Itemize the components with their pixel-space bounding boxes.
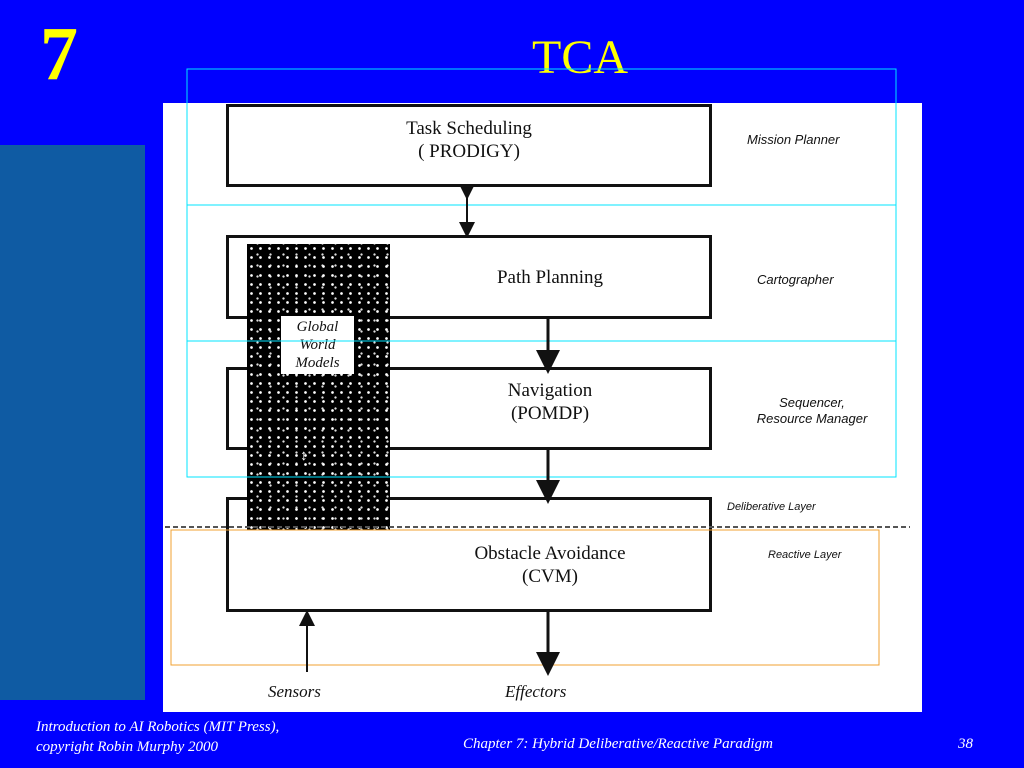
- world-model-column: [247, 244, 390, 530]
- cartographer-label: Cartographer: [757, 272, 834, 287]
- slide-number: 7: [40, 12, 78, 96]
- navigation-system: (POMDP): [510, 402, 590, 424]
- task-scheduling-text: Task Scheduling ( PRODIGY): [226, 118, 712, 164]
- navigation-text: Navigation (POMDP): [400, 380, 700, 426]
- side-panel: [0, 145, 145, 700]
- task-scheduling-label: Task Scheduling: [406, 118, 532, 139]
- deliberative-layer-label: Deliberative Layer: [727, 501, 816, 513]
- footer-credit-line2: copyright Robin Murphy 2000: [36, 738, 219, 755]
- footer-credit: Introduction to AI Robotics (MIT Press),…: [36, 718, 279, 757]
- slide-title: TCA: [532, 31, 628, 84]
- mission-planner-label: Mission Planner: [747, 132, 840, 147]
- effectors-label: Effectors: [505, 682, 567, 701]
- reactive-layer-label: Reactive Layer: [768, 549, 842, 561]
- sequencer-line2: Resource Manager: [756, 411, 868, 427]
- obstacle-avoidance-label: Obstacle Avoidance: [474, 543, 626, 564]
- path-planning-text: Path Planning: [400, 267, 700, 290]
- navigation-label: Navigation: [507, 380, 593, 401]
- cyan-region-top: [186, 68, 897, 206]
- obstacle-avoidance-system: (CVM): [522, 565, 578, 587]
- footer-credit-line1: Introduction to AI Robotics (MIT Press),: [36, 719, 280, 735]
- task-scheduling-box: [226, 104, 712, 187]
- world-model-line1: Global: [296, 319, 339, 335]
- path-planning-label: Path Planning: [496, 267, 604, 288]
- world-model-arrow-icon: ↕: [300, 448, 308, 464]
- cyan-region-middle: [186, 204, 897, 342]
- sequencer-line1: Sequencer,: [779, 395, 845, 410]
- world-model-line3: Models: [295, 355, 340, 371]
- orange-region: [170, 529, 880, 666]
- sensors-label: Sensors: [268, 682, 321, 701]
- cyan-region-bottom: [186, 340, 897, 478]
- footer-page-number: 38: [958, 736, 973, 752]
- task-scheduling-system: ( PRODIGY): [418, 140, 520, 162]
- sequencer-label: Sequencer, Resource Manager: [737, 395, 887, 428]
- footer-chapter: Chapter 7: Hybrid Deliberative/Reactive …: [463, 736, 773, 752]
- obstacle-avoidance-text: Obstacle Avoidance (CVM): [380, 543, 720, 589]
